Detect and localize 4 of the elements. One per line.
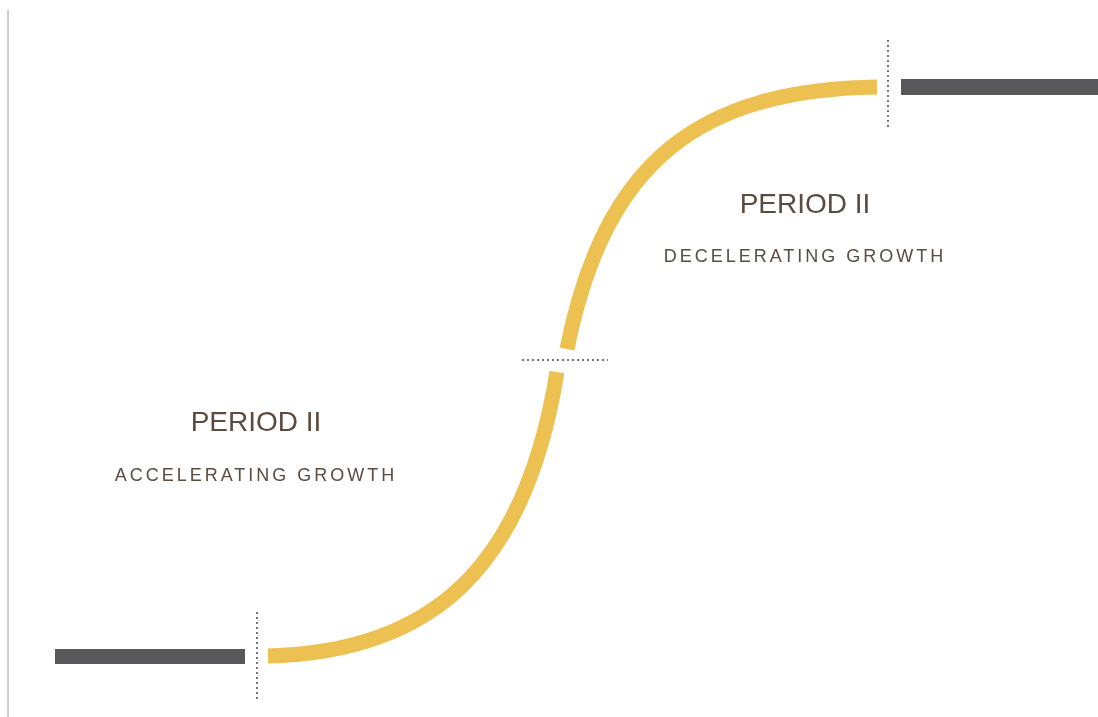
period-title: PERIOD II — [190, 406, 322, 438]
phase-label: DECELERATING GROWTH — [663, 245, 947, 267]
phase-label: ACCELERATING GROWTH — [114, 464, 398, 486]
period-title: PERIOD II — [739, 188, 871, 220]
